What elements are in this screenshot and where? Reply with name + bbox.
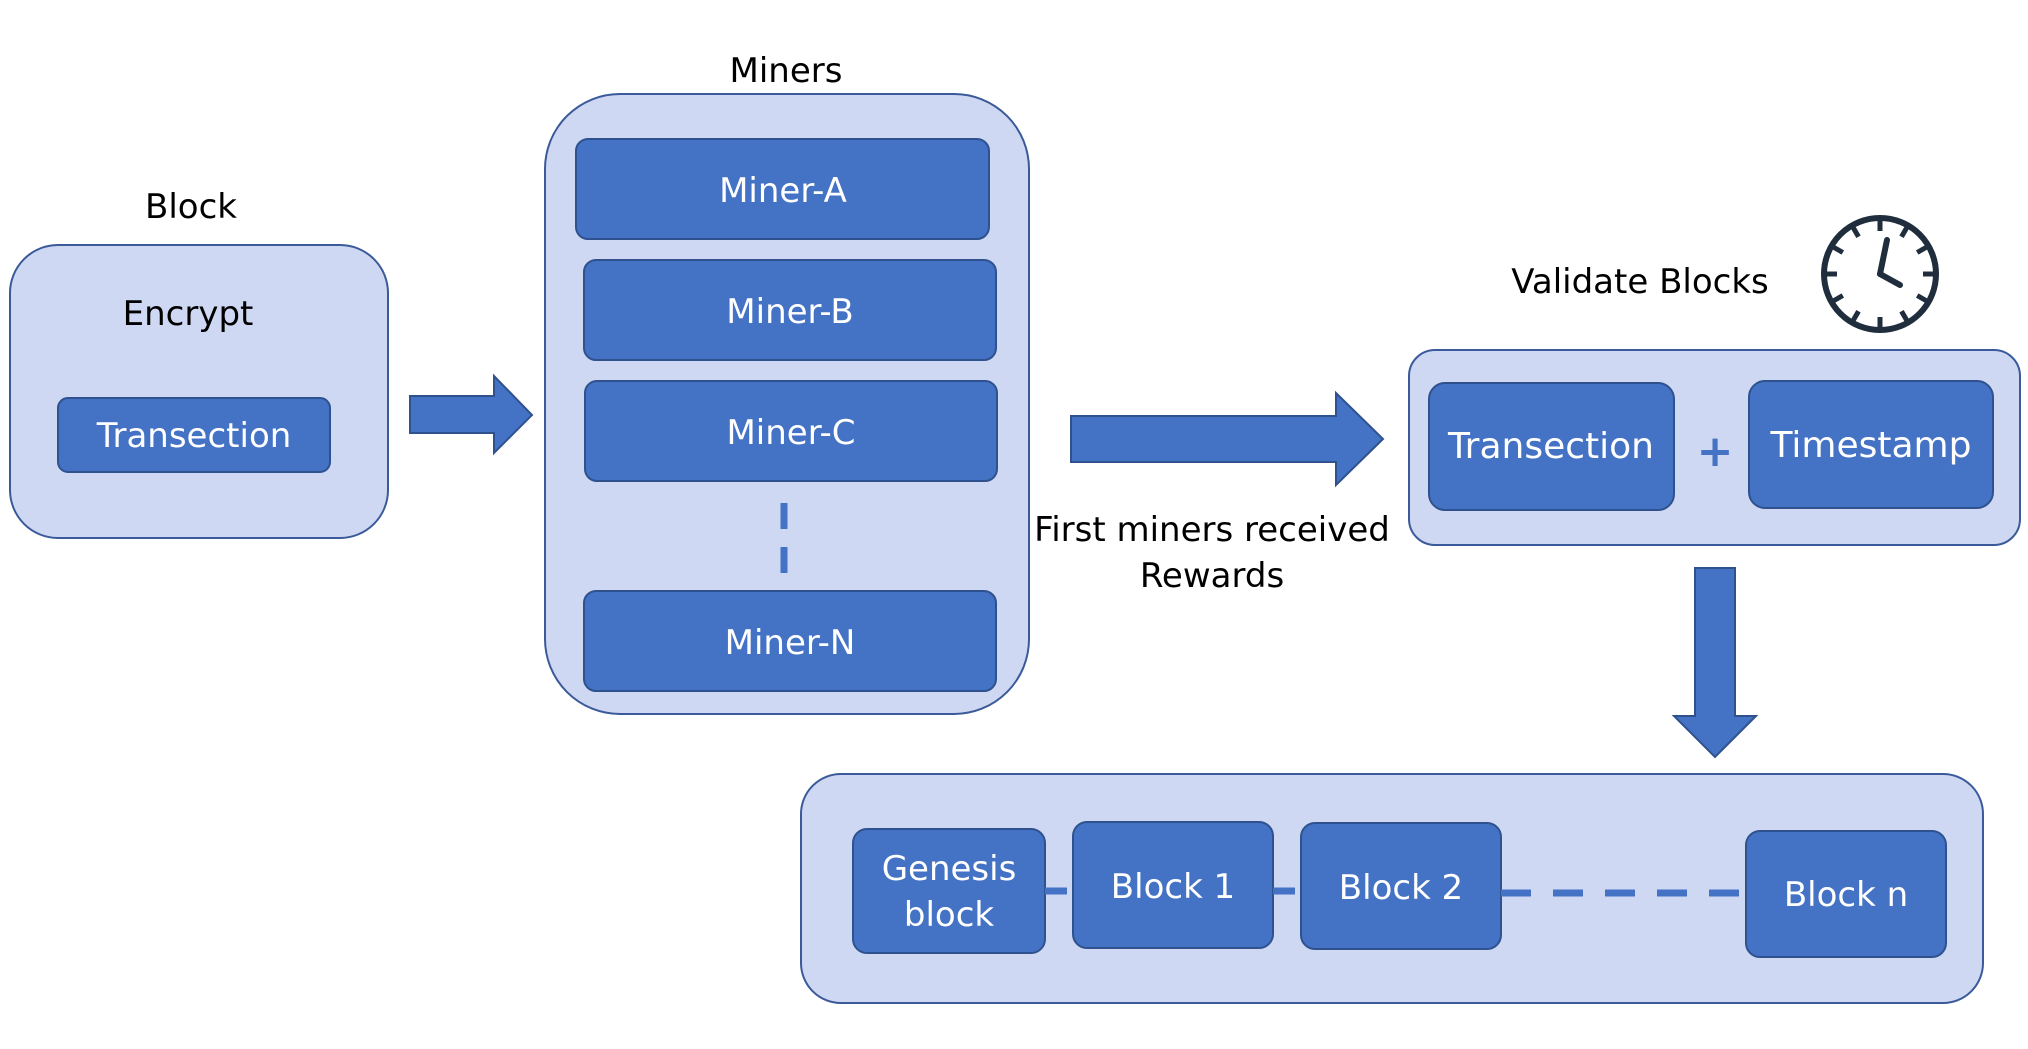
block-1-box: Block 1 (1072, 821, 1274, 949)
block-title: Block (145, 187, 237, 227)
miner-item: Miner-N (583, 590, 997, 692)
block-1-label: Block 1 (1111, 867, 1235, 907)
encrypt-label: Encrypt (123, 294, 254, 334)
block-transaction-box: Transection (57, 397, 331, 473)
block-2-box: Block 2 (1300, 822, 1502, 950)
arrow-miners-to-validate (1070, 390, 1385, 488)
block-n-label: Block n (1784, 875, 1908, 915)
miner-item: Miner-B (583, 259, 997, 361)
timestamp-box: Timestamp (1748, 380, 1994, 509)
miner-label: Miner-B (726, 292, 853, 332)
miner-label: Miner-A (719, 171, 847, 211)
miner-item: Miner-A (575, 138, 990, 240)
miner-item: Miner-C (584, 380, 998, 482)
validate-transaction-box: Transection (1428, 382, 1675, 511)
plus-symbol: + (1697, 426, 1734, 477)
timestamp-label: Timestamp (1770, 425, 1972, 466)
arrow-block-to-miners (409, 373, 534, 456)
genesis-block-box: Genesis block (852, 828, 1046, 954)
miner-label: Miner-N (725, 623, 856, 663)
genesis-line1: Genesis (882, 849, 1017, 889)
reward-note-line1: First miners received (1034, 510, 1390, 550)
miners-title: Miners (730, 51, 843, 91)
genesis-line2: block (904, 895, 995, 935)
miner-label: Miner-C (726, 413, 855, 453)
validate-transaction-label: Transection (1447, 426, 1654, 467)
block-transaction-label: Transection (96, 416, 292, 456)
clock-icon (1821, 215, 1939, 333)
block-n-box: Block n (1745, 830, 1947, 958)
validate-title: Validate Blocks (1511, 262, 1769, 302)
reward-note-line2: Rewards (1140, 556, 1284, 596)
arrow-validate-to-chain (1671, 567, 1759, 759)
block-2-label: Block 2 (1339, 868, 1463, 908)
block-container (9, 244, 389, 539)
